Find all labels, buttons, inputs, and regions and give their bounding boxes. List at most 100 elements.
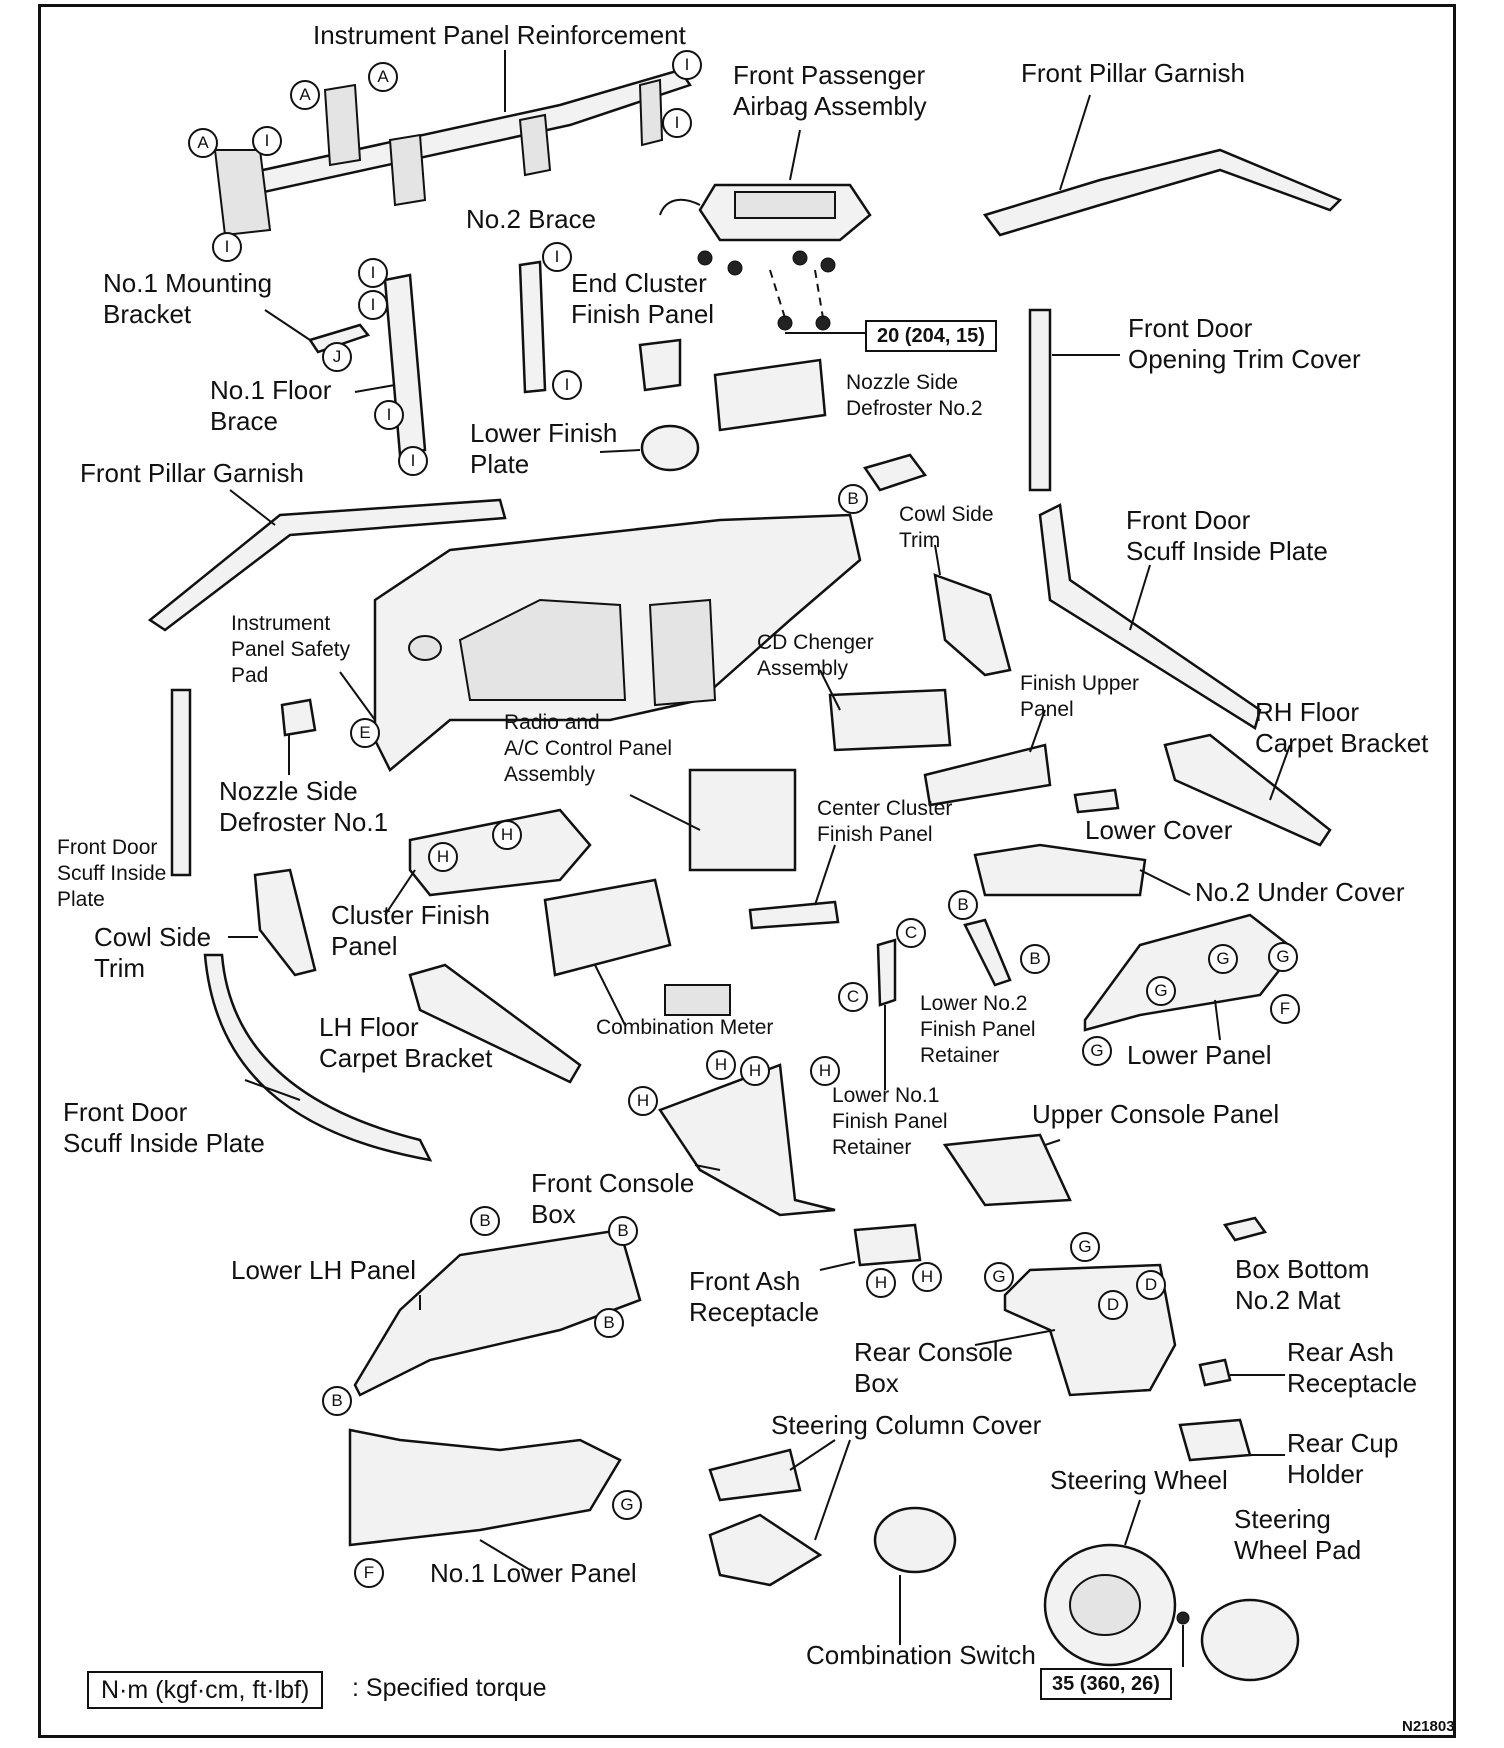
- end-cluster-finish-panel-part: [638, 338, 682, 392]
- front-pillar-garnish-rh-part: [982, 148, 1343, 237]
- marker-a: A: [290, 80, 320, 110]
- marker-h: H: [428, 842, 458, 872]
- leader-front-ash: [819, 1261, 856, 1271]
- defroster-no1-part: [280, 698, 317, 737]
- steering-column-cover-upper-part: [708, 1448, 802, 1502]
- marker-h: H: [628, 1086, 658, 1116]
- steering-wheel-nut: [1176, 1611, 1190, 1625]
- leader-finish-upper-panel: [1029, 709, 1046, 753]
- marker-b: B: [608, 1216, 638, 1246]
- label-lower-panel: Lower Panel: [1127, 1040, 1272, 1070]
- marker-b: B: [838, 484, 868, 514]
- label-rear-cup-holder: Rear Cup Holder: [1287, 1428, 1399, 1489]
- leader-cowl-side-trim-rh: [934, 544, 941, 576]
- marker-h: H: [706, 1050, 736, 1080]
- marker-j: J: [322, 342, 352, 372]
- leader-scuff-plate-rh: [1129, 564, 1151, 631]
- steering-wheel-pad-part: [1200, 1598, 1300, 1682]
- radio-ac-panel-part: [688, 768, 797, 872]
- marker-i: I: [252, 126, 282, 156]
- label-end-cluster-finish-panel: End Cluster Finish Panel: [571, 268, 715, 329]
- dash-airbag-2: [814, 269, 824, 319]
- label-front-pillar-garnish-rh: Front Pillar Garnish: [1021, 58, 1245, 88]
- leader-pillar-garnish-rh: [1059, 94, 1091, 191]
- marker-g: G: [1268, 942, 1298, 972]
- reinforcement-beam-part: [213, 68, 692, 237]
- diagram-frame: [38, 4, 1456, 1738]
- safety-pad-part: [373, 513, 862, 772]
- marker-i: I: [552, 370, 582, 400]
- label-rear-ash-receptacle: Rear Ash Receptacle: [1287, 1337, 1418, 1398]
- leader-lower-panel: [1214, 999, 1221, 1041]
- torque-legend-unit: N·m (kgf·cm, ft·lbf): [87, 1671, 324, 1709]
- leader-cluster-finish-panel: [384, 869, 416, 916]
- leader-upper-console-panel: [1044, 1139, 1061, 1146]
- leader-safety-pad: [339, 671, 376, 721]
- label-lower-no1-finish-panel-retainer: Lower No.1 Finish Panel Retainer: [832, 1084, 948, 1159]
- marker-i: I: [212, 232, 242, 262]
- label-instrument-panel-reinforcement: Instrument Panel Reinforcement: [313, 20, 686, 50]
- label-lower-lh-panel: Lower LH Panel: [231, 1255, 416, 1285]
- marker-g: G: [1082, 1036, 1112, 1066]
- label-front-ash-receptacle: Front Ash Receptacle: [689, 1266, 820, 1327]
- label-rh-floor-carpet-bracket: RH Floor Carpet Bracket: [1255, 697, 1429, 758]
- torque-airbag: 20 (204, 15): [865, 320, 997, 352]
- label-rear-console-box: Rear Console Box: [854, 1337, 1013, 1398]
- marker-i: I: [398, 446, 428, 476]
- marker-b: B: [322, 1386, 352, 1416]
- cowl-side-trim-lh-part: [253, 868, 317, 977]
- label-box-bottom-no2-mat: Box Bottom No.2 Mat: [1235, 1254, 1370, 1315]
- marker-c: C: [896, 918, 926, 948]
- front-pillar-garnish-lh-part: [147, 498, 507, 632]
- upper-console-panel-part: [942, 1133, 1072, 1207]
- figure-code: N21803: [1402, 1718, 1455, 1735]
- leader-scuff-plate-lh: [244, 1079, 301, 1101]
- label-front-door-scuff-inside-plate-small: Front Door Scuff Inside Plate: [57, 836, 167, 911]
- steering-column-cover-lower-part: [708, 1513, 823, 1587]
- marker-h: H: [866, 1268, 896, 1298]
- rear-ash-receptacle-part: [1198, 1358, 1232, 1387]
- leader-airbag: [789, 129, 801, 181]
- finish-upper-panel-part: [923, 743, 1052, 807]
- marker-i: I: [672, 50, 702, 80]
- marker-b: B: [470, 1206, 500, 1236]
- marker-d: D: [1098, 1290, 1128, 1320]
- label-front-door-scuff-inside-plate-rh: Front Door Scuff Inside Plate: [1126, 505, 1328, 566]
- leader-rh-floor-bracket: [1269, 744, 1291, 801]
- leader-no1-lower-panel: [479, 1539, 531, 1571]
- no2-brace-part: [518, 260, 547, 394]
- cluster-finish-panel-part: [408, 808, 592, 897]
- label-steering-wheel: Steering Wheel: [1050, 1465, 1228, 1495]
- label-finish-upper-panel: Finish Upper Panel: [1020, 672, 1140, 721]
- lower-finish-plate-part: [640, 424, 700, 472]
- leader-front-console-box: [694, 1164, 721, 1171]
- rear-console-box-part: [1003, 1263, 1177, 1397]
- label-front-console-box: Front Console Box: [531, 1168, 695, 1229]
- marker-g: G: [1208, 944, 1238, 974]
- marker-h: H: [810, 1056, 840, 1086]
- lh-floor-carpet-bracket-part: [408, 963, 582, 1084]
- meter-switch-part: [664, 984, 731, 1016]
- leader-mounting-bracket: [264, 309, 311, 341]
- marker-d: D: [1136, 1270, 1166, 1300]
- label-no1-floor-brace: No.1 Floor Brace: [210, 375, 332, 436]
- leader-column-cover-2: [814, 1439, 851, 1541]
- front-ash-receptacle-part: [853, 1223, 922, 1267]
- lower-panel-part: [1083, 913, 1297, 1032]
- leader-steering-wheel: [1124, 1499, 1141, 1546]
- leader-column-cover-1: [789, 1439, 836, 1471]
- label-front-pillar-garnish-lh: Front Pillar Garnish: [80, 458, 304, 488]
- marker-g: G: [612, 1490, 642, 1520]
- label-lower-finish-plate: Lower Finish Plate: [470, 418, 618, 479]
- center-cluster-finish-panel-part: [748, 900, 840, 930]
- marker-b: B: [948, 890, 978, 920]
- rh-floor-carpet-bracket-part: [1163, 733, 1332, 847]
- rear-cup-holder-part: [1178, 1418, 1252, 1462]
- marker-i: I: [542, 242, 572, 272]
- combination-meter-part: [543, 878, 672, 977]
- cowl-side-trim-rh-part: [933, 573, 1012, 677]
- dash-airbag-1: [769, 269, 786, 319]
- marker-e: E: [350, 718, 380, 748]
- cd-changer-part: [828, 688, 952, 752]
